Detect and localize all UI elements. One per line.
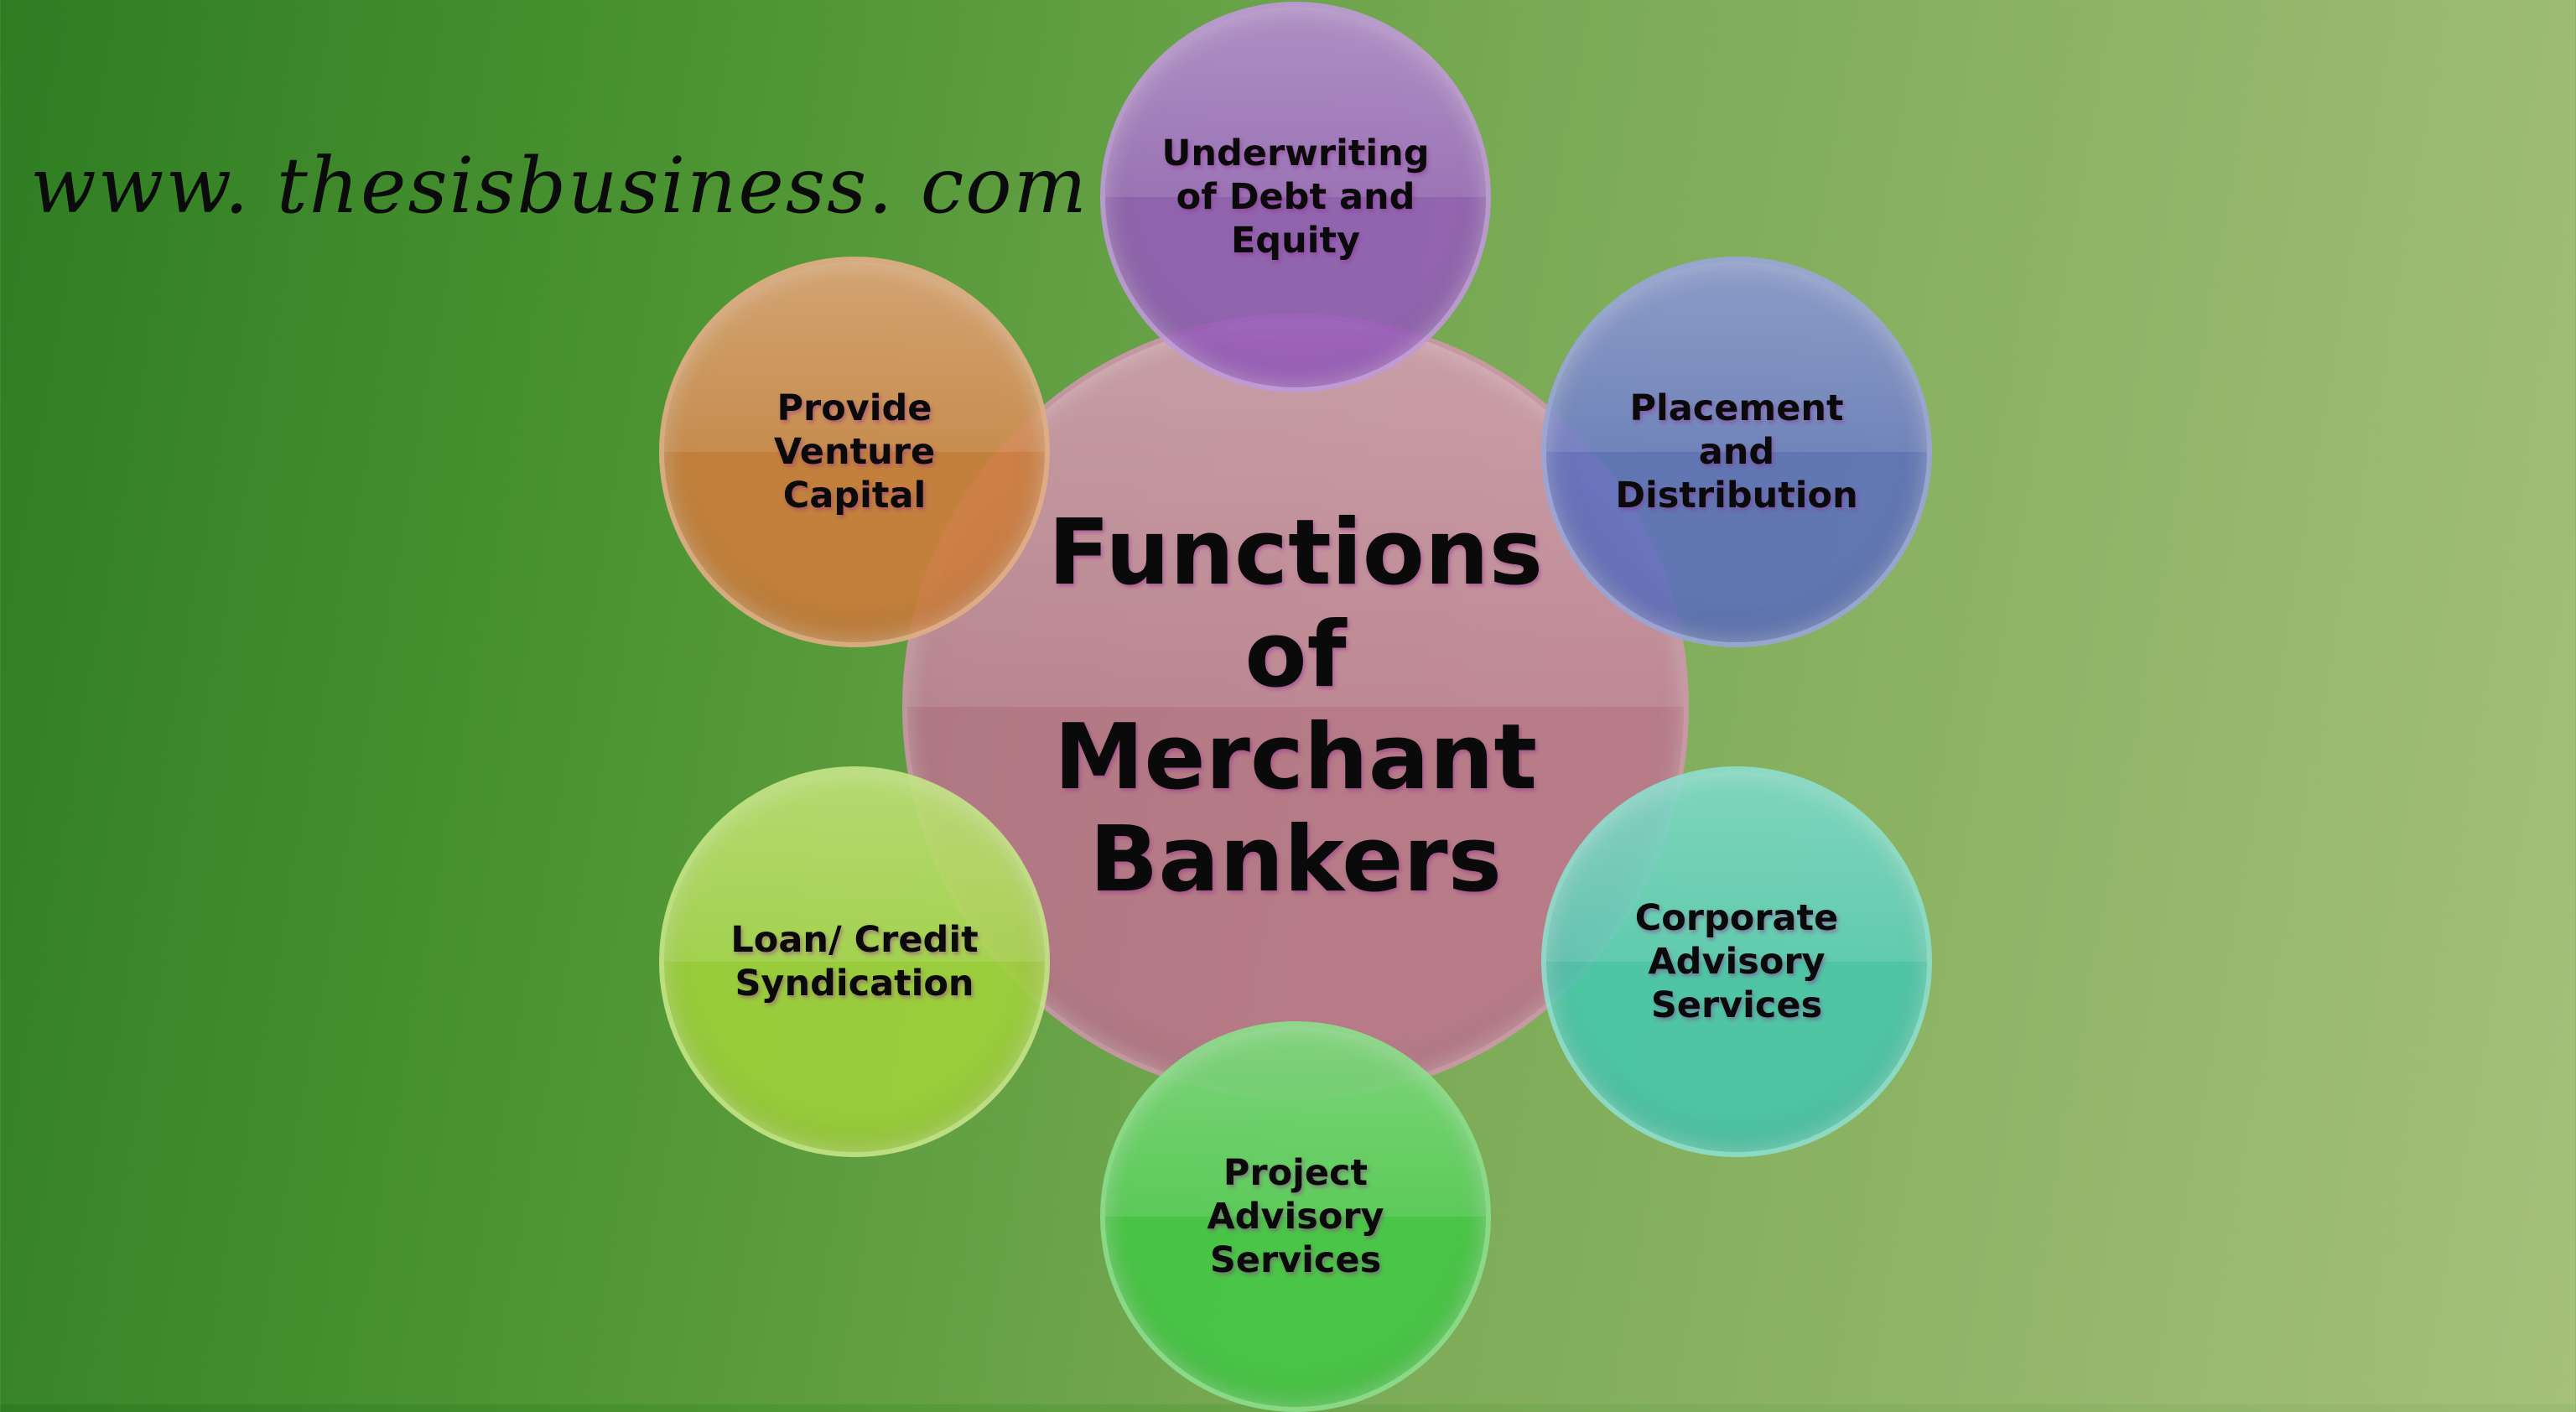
bubble-placement: Placement and Distribution xyxy=(1541,257,1932,647)
bubble-line: Loan/ Credit xyxy=(730,919,979,961)
bubble-line: Syndication xyxy=(735,963,974,1004)
bubble-line: Corporate xyxy=(1634,897,1839,939)
bubble-line: Services xyxy=(1209,1239,1382,1281)
bubble-line: of Debt and xyxy=(1176,176,1415,218)
bubble-label: Loan/ Credit Syndication xyxy=(730,918,978,1005)
bubble-line: Advisory xyxy=(1648,941,1826,983)
center-line: of xyxy=(1244,603,1347,708)
bubble-line: Distribution xyxy=(1615,475,1858,517)
bubble-line: Underwriting xyxy=(1161,132,1430,174)
center-label: Functions of Merchant Bankers xyxy=(1048,502,1543,911)
bubble-line: Advisory xyxy=(1207,1196,1384,1238)
bubble-label: Underwriting of Debt and Equity xyxy=(1161,132,1429,262)
bubble-venture-capital: Provide Venture Capital xyxy=(659,257,1050,647)
bubble-line: Equity xyxy=(1230,220,1361,262)
bubble-line: Services xyxy=(1650,984,1823,1026)
center-line: Merchant xyxy=(1053,705,1538,810)
bubble-line: Provide xyxy=(776,387,932,429)
bubble-label: Project Advisory Services xyxy=(1207,1151,1384,1282)
bubble-corporate-advisory: Corporate Advisory Services xyxy=(1541,766,1932,1157)
bubble-underwriting: Underwriting of Debt and Equity xyxy=(1100,2,1491,392)
bubble-loan-syndication: Loan/ Credit Syndication xyxy=(659,766,1050,1157)
website-watermark: www. thesisbusiness. com xyxy=(30,141,1088,231)
center-line: Bankers xyxy=(1089,807,1502,912)
bubble-line: Placement xyxy=(1629,387,1844,429)
bubble-line: Capital xyxy=(782,475,927,517)
bubble-line: Venture xyxy=(773,431,936,473)
bubble-label: Corporate Advisory Services xyxy=(1635,896,1839,1027)
bubble-label: Placement and Distribution xyxy=(1615,387,1857,517)
bubble-line: and xyxy=(1698,431,1775,473)
center-line: Functions xyxy=(1047,501,1544,605)
bubble-line: Project xyxy=(1223,1152,1368,1194)
bubble-label: Provide Venture Capital xyxy=(774,387,935,517)
bubble-project-advisory: Project Advisory Services xyxy=(1100,1021,1491,1412)
